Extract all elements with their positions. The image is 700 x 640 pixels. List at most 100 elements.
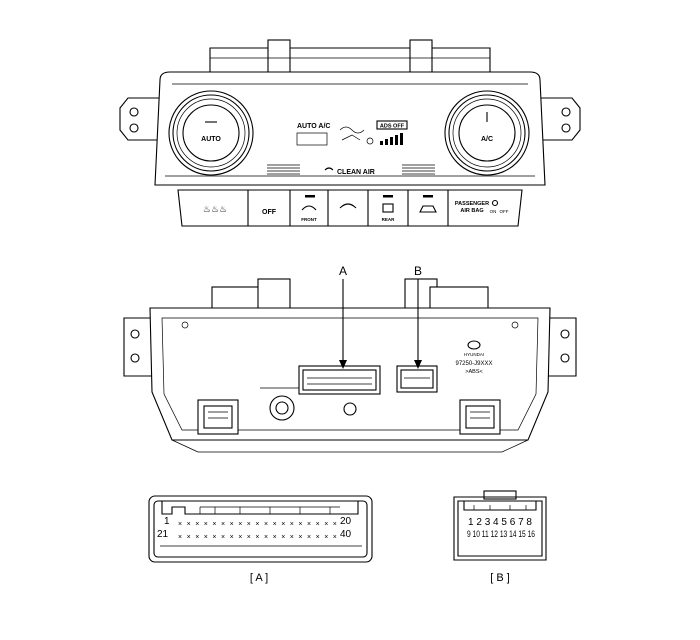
housing-connector-a (298, 365, 381, 395)
connector-a-pin-40: 40 (340, 529, 352, 540)
left-latch (197, 399, 239, 435)
connector-a-pin-20: 20 (340, 516, 352, 527)
connector-a-pin: × (273, 521, 277, 528)
connector-a-keys (199, 506, 340, 514)
connector-a-pin: × (281, 521, 285, 528)
connector-a-pin-21: 21 (157, 529, 169, 540)
connector-a-pin: × (316, 534, 320, 541)
left-knob-label: AUTO (201, 136, 221, 143)
connector-a-pin: × (230, 534, 234, 541)
center-display: AUTO A/C ADS OFF (296, 120, 408, 146)
connector-a-pin: × (255, 521, 259, 528)
recirculation-button[interactable] (339, 203, 357, 209)
connector-a-pin: × (273, 534, 277, 541)
connector-a-pin: × (264, 521, 268, 528)
ads-off-label: ADS OFF (380, 124, 405, 130)
airbag-icon (491, 199, 499, 207)
svg-text:♨♨♨: ♨♨♨ (203, 204, 227, 214)
connector-a-pin: × (247, 521, 251, 528)
rear-button-label: REAR (382, 217, 396, 222)
connector-a-pin: × (221, 534, 225, 541)
connector-a-pin: × (324, 534, 328, 541)
connector-a-pin: × (238, 521, 242, 528)
screw-left (269, 395, 295, 421)
front-button-label: FRONT (301, 217, 317, 222)
rear-housing: HYUNDAI 97250-J9XXX >ABS< A B (123, 264, 577, 453)
off-button-label: OFF (262, 209, 277, 216)
left-vent-grille (267, 164, 300, 175)
airbag-off-label: OFF (500, 209, 509, 214)
connector-a-pin: × (221, 521, 225, 528)
connector-a-pin: × (264, 534, 268, 541)
airbag-label-air-bag: AIR BAG (460, 208, 483, 214)
connector-a-pin: × (204, 534, 208, 541)
connector-a-pin: × (298, 534, 302, 541)
connector-a-pin: × (238, 534, 242, 541)
connector-a-pin: × (195, 521, 199, 528)
connector-a-pin: × (290, 534, 294, 541)
connector-a-pin: × (333, 521, 337, 528)
airbag-label-passenger: PASSENGER (455, 201, 489, 207)
callout-a-label: A (339, 264, 347, 278)
clean-air-label: CLEAN AIR (337, 169, 375, 176)
display-auto-ac-label: AUTO A/C (297, 123, 330, 130)
airbag-on-label: ON (490, 209, 497, 214)
left-temperature-knob[interactable]: AUTO (168, 90, 254, 176)
screw-center (343, 402, 357, 416)
rear-defrost-button[interactable]: REAR (382, 195, 396, 222)
connector-b-lock-tab (483, 490, 517, 500)
connector-b-row-2: 9 10 11 12 13 14 15 16 (467, 529, 535, 540)
connector-a-pin: × (178, 521, 182, 528)
part-number: 97250-J9XXX (455, 361, 492, 367)
material-code: >ABS< (465, 369, 482, 375)
connector-a-pin: × (316, 521, 320, 528)
connector-a-pin: × (290, 521, 294, 528)
connector-b-row-1: 1 2 3 4 5 6 7 8 (468, 517, 532, 528)
connector-a-pin: × (307, 521, 311, 528)
connector-b-detail: 1 2 3 4 5 6 7 8 9 10 11 12 13 14 15 16 [… (453, 490, 547, 584)
connector-a-pin: × (178, 534, 182, 541)
connector-a-pin: × (212, 521, 216, 528)
connector-a-pin: × (204, 521, 208, 528)
off-button[interactable]: OFF (262, 209, 277, 216)
connector-a-pin: × (298, 521, 302, 528)
connector-a-pin: × (281, 534, 285, 541)
connector-a-pin-row-1: × × × × × × × × × × × × × × × × × × × (178, 521, 337, 528)
front-defrost-button[interactable]: FRONT (301, 195, 317, 222)
callout-b: B (414, 264, 422, 369)
connector-a-pin: × (324, 521, 328, 528)
connector-a-pin: × (187, 534, 191, 541)
part-label: HYUNDAI 97250-J9XXX >ABS< (455, 340, 493, 375)
right-latch (459, 399, 501, 435)
right-vent-grille (402, 164, 435, 175)
connector-a-pin: × (247, 534, 251, 541)
connector-a-pin: × (212, 534, 216, 541)
car-icon (419, 205, 437, 213)
connector-a-pin: × (187, 521, 191, 528)
passenger-airbag-indicator: PASSENGER AIR BAG ON OFF (455, 199, 509, 214)
connector-a-pin: × (230, 521, 234, 528)
right-knob-label: A/C (481, 136, 493, 143)
connector-b-keys (473, 505, 527, 510)
recirculation-icon (339, 203, 357, 209)
front-defrost-icon (301, 205, 317, 211)
fan-level-bars (380, 133, 403, 145)
connector-a-detail: ××××××××××××××××××× ××××××××××××××××××× … (148, 495, 373, 584)
hyundai-logo-icon (467, 340, 481, 350)
button-row (247, 190, 449, 226)
connector-a-pin: × (333, 534, 337, 541)
housing-connector-b (396, 365, 438, 393)
right-mount-bracket (539, 97, 581, 141)
connector-a-caption: [ A ] (250, 572, 268, 584)
connector-a-pin: × (307, 534, 311, 541)
rear-defrost-icon (382, 203, 394, 213)
callout-b-label: B (414, 264, 422, 278)
connector-a-pin-1: 1 (164, 516, 170, 527)
right-temperature-knob[interactable]: A/C (444, 90, 530, 176)
connector-b-caption: [ B ] (490, 572, 510, 584)
callout-a: A (339, 264, 347, 369)
connector-a-pin: × (255, 534, 259, 541)
seat-mode-button[interactable]: ♨♨♨ (203, 204, 227, 214)
fresh-air-button[interactable] (419, 195, 437, 213)
